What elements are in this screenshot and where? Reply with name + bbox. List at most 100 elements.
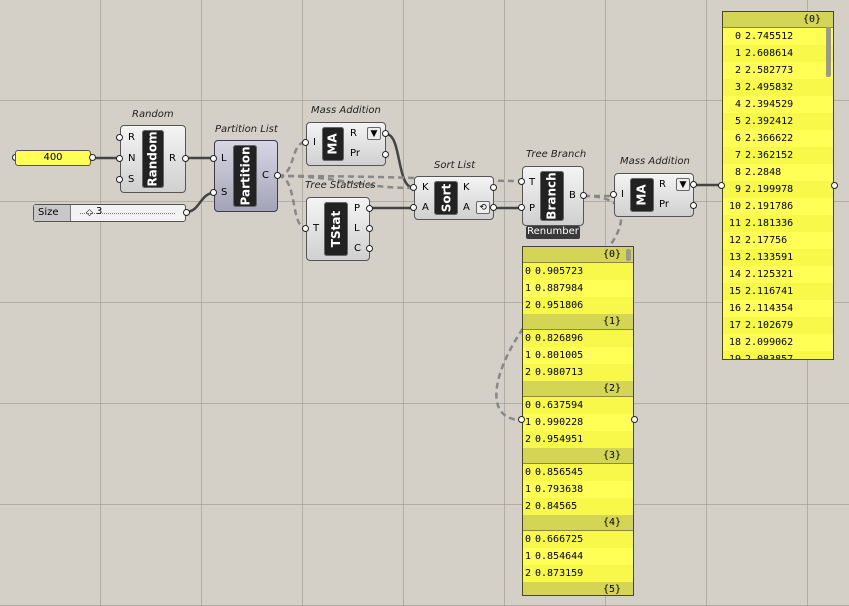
sort-input-k[interactable]: K xyxy=(422,182,429,193)
branch-output-grip-b[interactable] xyxy=(580,192,587,199)
tstat-input-t[interactable]: T xyxy=(313,223,320,234)
ma2-input-grip[interactable] xyxy=(610,191,617,198)
partition-input-l[interactable]: L xyxy=(221,153,227,164)
ma2-core: MA xyxy=(630,178,654,212)
partition-output-grip-c[interactable] xyxy=(274,172,281,179)
tstat-output-grip-p[interactable] xyxy=(366,205,373,212)
sort-input-a[interactable]: A xyxy=(422,202,429,213)
random-input-grip-n[interactable] xyxy=(116,155,123,162)
branch-output-b[interactable]: B xyxy=(569,190,576,201)
row-index: 2 xyxy=(524,367,531,378)
panel-bottom-output-grip[interactable] xyxy=(631,416,638,423)
ma2-output-r[interactable]: R xyxy=(659,179,666,190)
ma2-output-grip-r[interactable] xyxy=(690,181,697,188)
partition-output-c[interactable]: C xyxy=(262,170,269,181)
panel-bottom-input-grip[interactable] xyxy=(518,416,525,423)
size-slider[interactable]: Size ◇ 3 xyxy=(33,204,186,222)
sort-input-grip-k[interactable] xyxy=(410,184,417,191)
branch-input-grip-p[interactable] xyxy=(518,204,525,211)
sort-output-grip-k[interactable] xyxy=(490,184,497,191)
panel-bottom-scrollbar[interactable] xyxy=(626,249,631,261)
sort-output-a[interactable]: A xyxy=(463,202,470,213)
partition-input-s[interactable]: S xyxy=(221,187,228,198)
tstat-output-grip-l[interactable] xyxy=(366,225,373,232)
ma1-output-r[interactable]: R xyxy=(350,128,357,139)
ma1-input-i[interactable]: I xyxy=(313,137,316,148)
panel-right-input-grip[interactable] xyxy=(718,182,725,189)
branch-input-p[interactable]: P xyxy=(529,203,536,214)
renumber-badge[interactable]: Renumber xyxy=(526,226,580,239)
random-input-grip-s[interactable] xyxy=(116,176,123,183)
ma2-input-i[interactable]: I xyxy=(621,189,624,200)
random-component[interactable]: R N S Random R xyxy=(120,125,186,193)
row-value: 0.826896 xyxy=(535,333,584,344)
panel-bottom-group-header: {4} xyxy=(523,515,633,531)
panel-bottom-group-header: {2} xyxy=(523,381,633,397)
tree-branch-component[interactable]: T P Branch B xyxy=(522,166,584,226)
mass-addition-1-component[interactable]: I MA R Pr ▼ xyxy=(306,122,386,166)
row-index: 1 xyxy=(524,417,531,428)
random-input-r[interactable]: R xyxy=(128,132,135,143)
arrow-down-icon[interactable]: ▼ xyxy=(676,178,690,191)
partition-core: Partition xyxy=(233,145,257,207)
ma1-output-grip-pr[interactable] xyxy=(382,151,389,158)
panel-right-output-grip[interactable] xyxy=(831,182,838,189)
panel-right-scrollbar[interactable] xyxy=(826,27,831,77)
slider-output-grip[interactable] xyxy=(183,209,190,216)
tstat-output-grip-c[interactable] xyxy=(366,245,373,252)
arrow-down-icon[interactable]: ▼ xyxy=(367,127,381,140)
sort-input-grip-a[interactable] xyxy=(410,204,417,211)
mass-addition-2-component[interactable]: I MA R Pr ▼ xyxy=(614,173,694,217)
tstat-output-c[interactable]: C xyxy=(354,243,361,254)
ma1-core: MA xyxy=(322,127,344,161)
ma1-output-grip-r[interactable] xyxy=(382,130,389,137)
branch-core: Branch xyxy=(540,171,564,221)
panel-bottom-group-header: {1} xyxy=(523,314,633,330)
tree-statistics-component[interactable]: T TStat P L C xyxy=(306,197,370,261)
branch-input-grip-t[interactable] xyxy=(518,178,525,185)
random-input-grip-r[interactable] xyxy=(116,134,123,141)
swap-icon[interactable]: ⟲ xyxy=(476,201,490,214)
ma2-output-pr[interactable]: Pr xyxy=(659,199,669,210)
ma1-input-grip[interactable] xyxy=(302,139,309,146)
wire-slider-to-partition xyxy=(185,191,215,214)
mass-addition-2-title: Mass Addition xyxy=(620,156,690,167)
row-value: 2.495832 xyxy=(745,82,794,93)
slider-knob-icon[interactable]: ◇ xyxy=(86,208,93,218)
slider-track[interactable] xyxy=(80,213,175,214)
random-output-r[interactable]: R xyxy=(169,153,176,164)
sort-list-component[interactable]: K A Sort K A ⟲ xyxy=(414,176,494,220)
ma2-output-grip-pr[interactable] xyxy=(690,202,697,209)
random-input-n[interactable]: N xyxy=(128,153,136,164)
branch-input-t[interactable]: T xyxy=(529,177,536,188)
row-value: 2.199978 xyxy=(745,184,794,195)
row-index: 2 xyxy=(524,568,531,579)
tstat-input-grip[interactable] xyxy=(302,225,309,232)
random-output-grip-r[interactable] xyxy=(182,155,189,162)
tstat-output-l[interactable]: L xyxy=(354,223,360,234)
number-input-output-grip[interactable] xyxy=(89,154,96,161)
number-input[interactable]: 400 xyxy=(15,150,91,166)
random-input-s[interactable]: S xyxy=(128,174,135,185)
row-index: 1 xyxy=(734,48,741,59)
sort-output-grip-a[interactable] xyxy=(490,204,497,211)
tstat-output-p[interactable]: P xyxy=(354,203,361,214)
row-value: 2.745512 xyxy=(745,31,794,42)
partition-list-component[interactable]: L S Partition C xyxy=(214,140,278,212)
sort-output-k[interactable]: K xyxy=(463,182,470,193)
partition-input-grip-l[interactable] xyxy=(210,155,217,162)
row-index: 15 xyxy=(728,286,741,297)
ma1-output-pr[interactable]: Pr xyxy=(350,148,360,159)
row-index: 2 xyxy=(524,501,531,512)
row-value: 2.582773 xyxy=(745,65,794,76)
partition-input-grip-s[interactable] xyxy=(210,189,217,196)
